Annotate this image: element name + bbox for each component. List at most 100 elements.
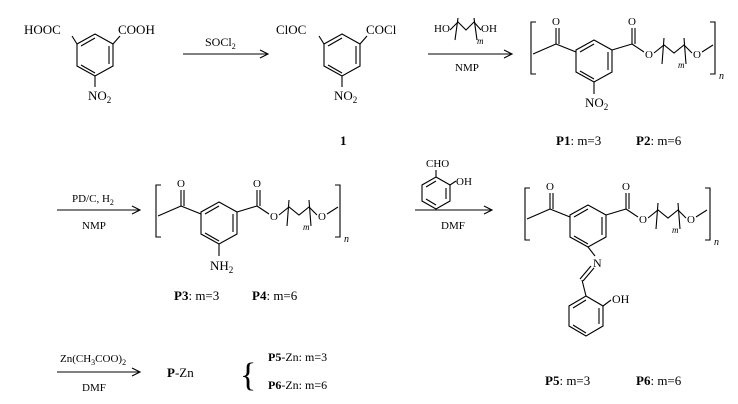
ring-double-bond [572,324,587,334]
repeat-bracket [655,202,659,230]
complex-item: P6-Zn: m=6 [268,378,327,392]
atom-label: O [687,214,695,226]
bond [526,208,551,220]
reaction-arrow-5: Zn(CH3COO)2 DMF [57,353,142,394]
ring-double-bond [579,43,595,53]
bond [695,209,708,218]
repeat-index: m [672,225,679,235]
reaction-arrow-2: HO OH m NMP [428,17,514,74]
repeat-bracket [286,199,290,227]
compound-label: P4: m=6 [252,288,298,303]
reaction-arrow-4: CHO OH DMF [415,158,494,232]
group-label: NH2 [210,258,233,275]
group-label: NO2 [585,95,608,112]
alkyl-chain [653,44,693,54]
diol-chain [449,21,482,31]
ring-double-bond [425,198,437,206]
solvent-label: DMF [82,382,106,394]
benzene-ring [76,33,114,77]
bond [157,205,182,217]
arrow-head-icon [131,205,142,215]
repeat-bracket [473,17,478,41]
ring-double-bond [327,64,343,74]
reagent-label: SOCl2 [205,35,236,51]
bond [256,205,270,215]
bond [587,246,596,257]
bond [602,299,612,307]
repeat-bracket [454,17,459,41]
zinc-complex: P-Zn { P5-Zn: m=3 P6-Zn: m=6 [167,350,327,394]
benzene-ring [575,39,613,83]
ring-double-bond [80,64,96,74]
ring-double-bond [425,180,437,188]
repeat-bracket [677,202,681,230]
bond [449,180,457,186]
bond [625,208,639,218]
polymer-p5-p6: n O O O m O N OH P5: m=3 P6: m=6 [524,181,719,388]
bond [532,43,557,55]
bond [701,44,714,53]
bond [326,206,339,215]
polymer-p3-p4: n O O O m O NH2 P3: m=3 P4: m=6 [155,178,349,303]
solvent-label: DMF [441,220,465,232]
polymer-p1-p2: n O O O m O NO2 P1: m=3 P2: m=6 [530,16,724,148]
group-label: ClOC [276,22,306,37]
product-label: P-Zn [167,365,194,380]
atom-label: O [628,16,636,28]
compound-label: P1: m=3 [556,133,601,148]
repeat-index: m [678,60,685,70]
group-label: COCl [366,22,397,37]
bond [71,35,78,45]
polymer-bracket [530,21,536,75]
bond [549,208,571,218]
compound-label: P6: m=6 [636,373,682,388]
atom-label: O [270,211,278,223]
ring-double-bond [204,205,220,215]
atom-label: O [253,178,261,190]
repeat-bracket [308,199,312,227]
repeat-bracket [683,37,687,65]
starting-material: HOOC COOH NO2 [24,22,155,105]
atom-label: O [622,181,630,193]
bond [236,205,258,213]
diol-label: HO [434,23,450,35]
ring-double-bond [573,235,589,245]
bond [605,208,627,216]
ring-double-bond [572,299,587,309]
ring-double-bond [80,37,96,47]
arrow-head-icon [131,367,142,377]
ring-double-bond [204,232,220,242]
group-label: OH [612,292,630,306]
bond [631,43,645,53]
atom-label: O [177,178,185,190]
diol-label: OH [481,23,497,35]
repeat-index: n [719,71,724,82]
bond [359,35,368,45]
repeat-index: m [303,222,310,232]
ring-double-bond [579,70,595,80]
atom-label: O [318,211,326,223]
atom-label: O [645,49,653,61]
solvent-label: NMP [82,220,106,232]
reaction-arrow-1: SOCl2 [183,35,270,59]
bond [318,35,325,45]
repeat-bracket [661,37,665,65]
arrow-head-icon [503,49,514,59]
reagent-label: Zn(CH3COO)2 [60,353,126,367]
reaction-arrow-3: PD/C, H2 NMP [57,193,142,232]
polymer-bracket [524,187,530,241]
arrow-head-icon [259,49,270,59]
group-label: NO2 [334,88,357,105]
repeat-index: n [714,237,719,248]
compound-label: P3: m=3 [174,288,219,303]
atom-label: O [693,49,701,61]
phenol-ring [568,295,604,337]
imine-double-bond [579,265,592,280]
compound-label: P2: m=6 [636,133,682,148]
group-label: NO2 [88,88,111,105]
group-label: CHO [426,158,449,170]
polymer-bracket [710,21,716,75]
group-label: COOH [118,22,155,37]
atom-label: N [593,256,602,270]
